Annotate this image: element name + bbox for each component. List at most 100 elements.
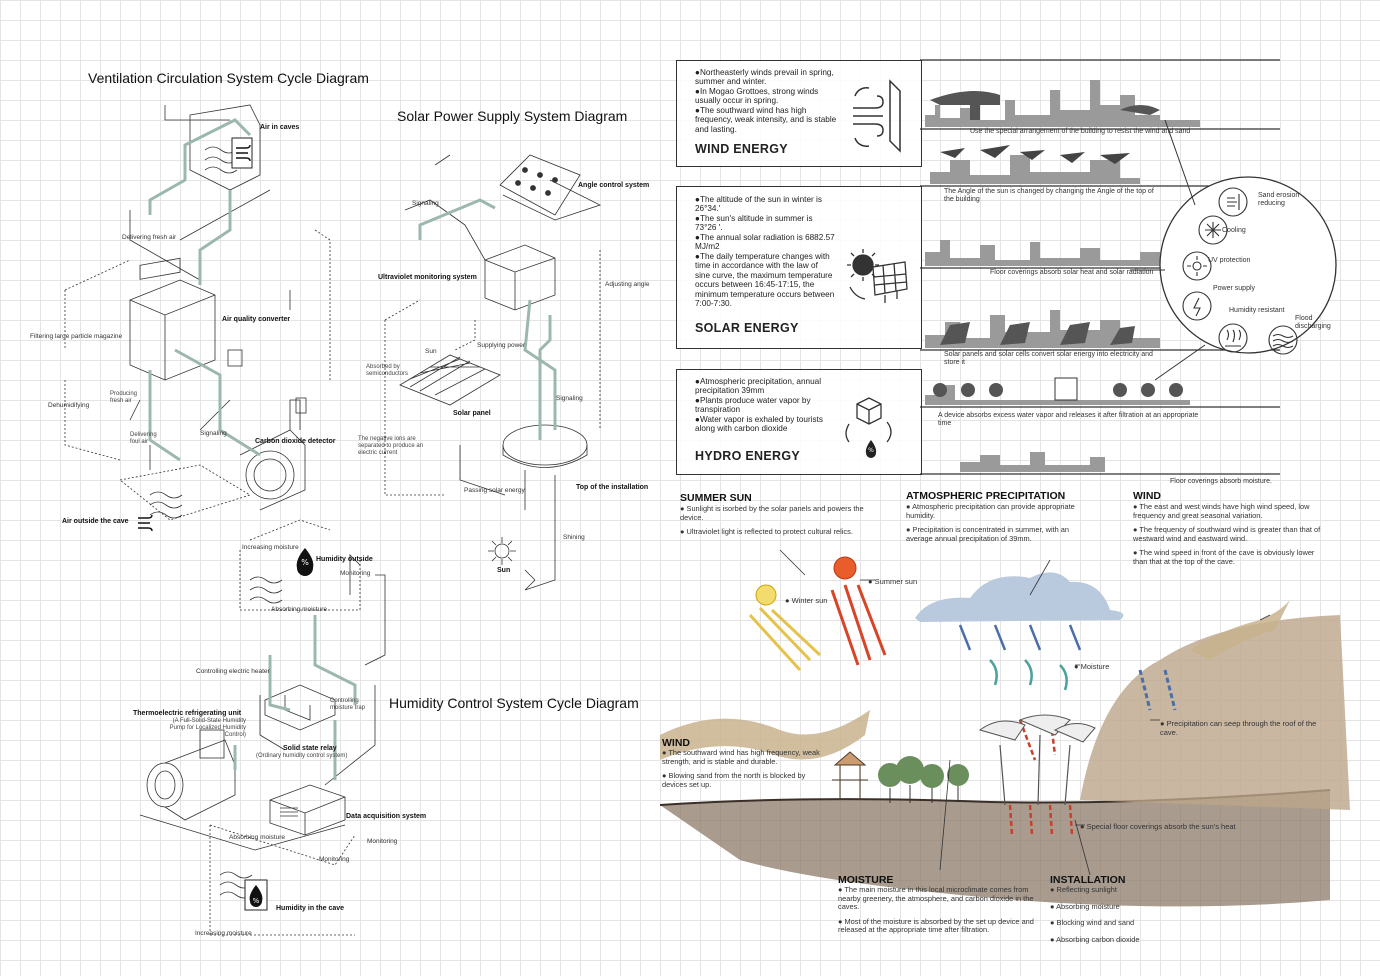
installation-body: ● Reflecting sunlight ● Absorbing moistu… (1050, 886, 1190, 952)
solar-energy-line-1: ●The altitude of the sun in winter is 26… (695, 195, 835, 214)
wind-energy-line-2: ●In Mogao Grottoes, strong winds usually… (695, 87, 845, 106)
summer-sun-p2: ● Ultraviolet light is reflected to prot… (680, 528, 870, 537)
wind-right-body: ● The east and west winds have high wind… (1133, 503, 1329, 573)
wind-icon (845, 76, 915, 156)
controlling-trap-label: Controlling moisture trap (330, 698, 370, 712)
increasing-moisture-bottom-label: Increasing moisture (195, 930, 252, 937)
adjusting-angle-label: Adjusting angle (605, 281, 649, 288)
relay-sub-label: (Ordinary humidity control system) (256, 753, 347, 760)
negative-ions-label: The negative ions are separated to produ… (358, 436, 430, 457)
monitoring-bottom-label: Monitoring (319, 856, 349, 863)
svg-text:%: % (253, 897, 260, 905)
summer-sun-body: ● Sunlight is isorbed by the solar panel… (680, 505, 870, 543)
thermo-sub-label: (A Full-Solid-State Humidity Pump for Lo… (160, 718, 246, 739)
hydro-cycle-icon: % (839, 392, 909, 462)
summer-sun-p1: ● Sunlight is isorbed by the solar panel… (680, 505, 870, 522)
angle-control-label: Angle control system (578, 182, 649, 189)
winter-sun-label: ● Winter sun (785, 596, 827, 605)
svg-text:%: % (868, 447, 874, 454)
air-outside-label: Air outside the cave (62, 518, 129, 525)
floor-label: ● Special floor coverings absorb the sun… (1080, 822, 1236, 831)
absorbed-label: Absorbed by semiconductors (366, 364, 416, 378)
wind-left-p1: ● The southward wind has high frequency,… (662, 749, 822, 766)
installation-item-3: ● Blocking wind and sand (1050, 919, 1190, 928)
humidity-cave-label: Humidity in the cave (276, 905, 344, 912)
solar-energy-line-3: ●The annual solar radiation is 6882.57 M… (695, 233, 835, 252)
solar-title: Solar Power Supply System Diagram (397, 108, 627, 124)
hydro-energy-line-2: ●Plants produce water vapor by transpira… (695, 396, 835, 415)
wind-energy-line-3: ●The southward wind has high frequency, … (695, 106, 845, 134)
increasing-moisture-top-label: Increasing moisture (242, 544, 299, 551)
monitoring-top-label: Monitoring (340, 570, 370, 577)
hydro-energy-panel: ●Atmospheric precipitation, annual preci… (676, 369, 922, 475)
daq-label: Data acquisition system (346, 813, 426, 820)
signaling-solar-top-label: Signaling (412, 200, 439, 207)
moisture-body: ● The main moisture in this local microc… (838, 886, 1038, 941)
wind-right-p3: ● The wind speed in front of the cave is… (1133, 549, 1329, 566)
producing-fresh-air-label: Producing fresh air (110, 391, 136, 405)
wind-right-p2: ● The frequency of southward wind is gre… (1133, 526, 1329, 543)
air-in-caves-label: Air in caves (260, 124, 299, 131)
humidity-outside-label: Humidity outside (316, 556, 373, 563)
wind-energy-line-1: ●Northeasterly winds prevail in spring, … (695, 68, 845, 87)
summer-sun-scene-label: ● Summer sun (868, 577, 917, 586)
circle-power-label: Power supply (1213, 285, 1255, 292)
atmospheric-heading: ATMOSPHERIC PRECIPITATION (906, 490, 1065, 502)
circle-uv-label: UV protection (1208, 257, 1250, 264)
installation-item-1: ● Reflecting sunlight (1050, 886, 1190, 895)
wind-left-p2: ● Blowing sand from the north is blocked… (662, 772, 822, 789)
ventilation-title: Ventilation Circulation System Cycle Dia… (88, 70, 369, 86)
shining-label: Shining (563, 534, 585, 541)
strip4-caption: Solar panels and solar cells convert sol… (944, 351, 1164, 367)
signaling-solar-right-label: Signaling (556, 395, 583, 402)
sun-small-label: Sun (425, 348, 437, 355)
thermo-unit-label: Thermoelectric refrigerating unit (133, 710, 241, 717)
wind-energy-heading: WIND ENERGY (695, 142, 788, 156)
seep-label: ● Precipitation can seep through the roo… (1160, 719, 1326, 737)
sun-panel-icon (845, 247, 915, 307)
hydro-energy-line-1: ●Atmospheric precipitation, annual preci… (695, 377, 835, 396)
monitoring-mid-label: Monitoring (367, 838, 397, 845)
atmospheric-body: ● Atmospheric precipitation can provide … (906, 503, 1086, 549)
circle-flood-label: Flood discharging (1295, 315, 1335, 331)
air-quality-converter-label: Air quality converter (222, 316, 290, 323)
summer-sun-heading: SUMMER SUN (680, 492, 752, 504)
absorbing-moisture-bottom-label: Absorbing moisture (229, 834, 285, 841)
solar-diagram (375, 150, 645, 620)
wind-right-p1: ● The east and west winds have high wind… (1133, 503, 1329, 520)
strip1-caption: Use the special arrangement of the build… (970, 128, 1190, 136)
solar-energy-line-4: ●The daily temperature changes with time… (695, 252, 835, 308)
wind-left-body: ● The southward wind has high frequency,… (662, 749, 822, 795)
humidity-title: Humidity Control System Cycle Diagram (389, 695, 639, 711)
absorbing-moisture-top-label: Absorbing moisture (271, 606, 327, 613)
wind-energy-panel: ●Northeasterly winds prevail in spring, … (676, 60, 922, 167)
solar-energy-line-2: ●The sun's altitude in summer is 73°26 '… (695, 214, 835, 233)
strip5-caption: A device absorbs excess water vapor and … (938, 412, 1200, 428)
delivering-foul-air-label: Delivering foul air (130, 432, 154, 446)
hydro-energy-heading: HYDRO ENERGY (695, 449, 800, 463)
strip2-caption: The Angle of the sun is changed by chang… (944, 188, 1164, 204)
strip3-caption: Floor coverings absorb solar heat and so… (990, 269, 1153, 277)
ventilation-diagram (0, 100, 380, 560)
signaling-vent-label: Signaling (200, 430, 227, 437)
co2-detector-label: Carbon dioxide detector (255, 438, 336, 445)
strip6-caption: Floor coverings absorb moisture. (1170, 478, 1272, 486)
circle-sand-label: Sand erosion reducing (1258, 192, 1312, 208)
supplying-power-label: Supplying power (477, 342, 525, 349)
sun-label: Sun (497, 567, 510, 574)
delivering-fresh-air-label: Delivering fresh air (122, 234, 176, 241)
installation-item-4: ● Absorbing carbon dioxide (1050, 936, 1190, 945)
moisture-p1: ● The main moisture in this local microc… (838, 886, 1038, 912)
passing-solar-label: Passing solar energy (464, 487, 525, 494)
uv-monitoring-label: Ultraviolet monitoring system (378, 274, 477, 281)
solar-energy-heading: SOLAR ENERGY (695, 321, 799, 335)
moisture-p2: ● Most of the moisture is absorbed by th… (838, 918, 1038, 935)
installation-item-2: ● Absorbing moisture (1050, 903, 1190, 912)
svg-text:%: % (301, 558, 309, 567)
circle-cooling-label: Cooling (1222, 227, 1246, 234)
humidity-diagram: % % (125, 535, 385, 945)
filtering-label: Filtering large particle magazine (30, 333, 122, 340)
function-circle (1155, 170, 1345, 370)
moisture-scene-label: ● Moisture (1074, 662, 1109, 671)
atmospheric-p1: ● Atmospheric precipitation can provide … (906, 503, 1086, 520)
